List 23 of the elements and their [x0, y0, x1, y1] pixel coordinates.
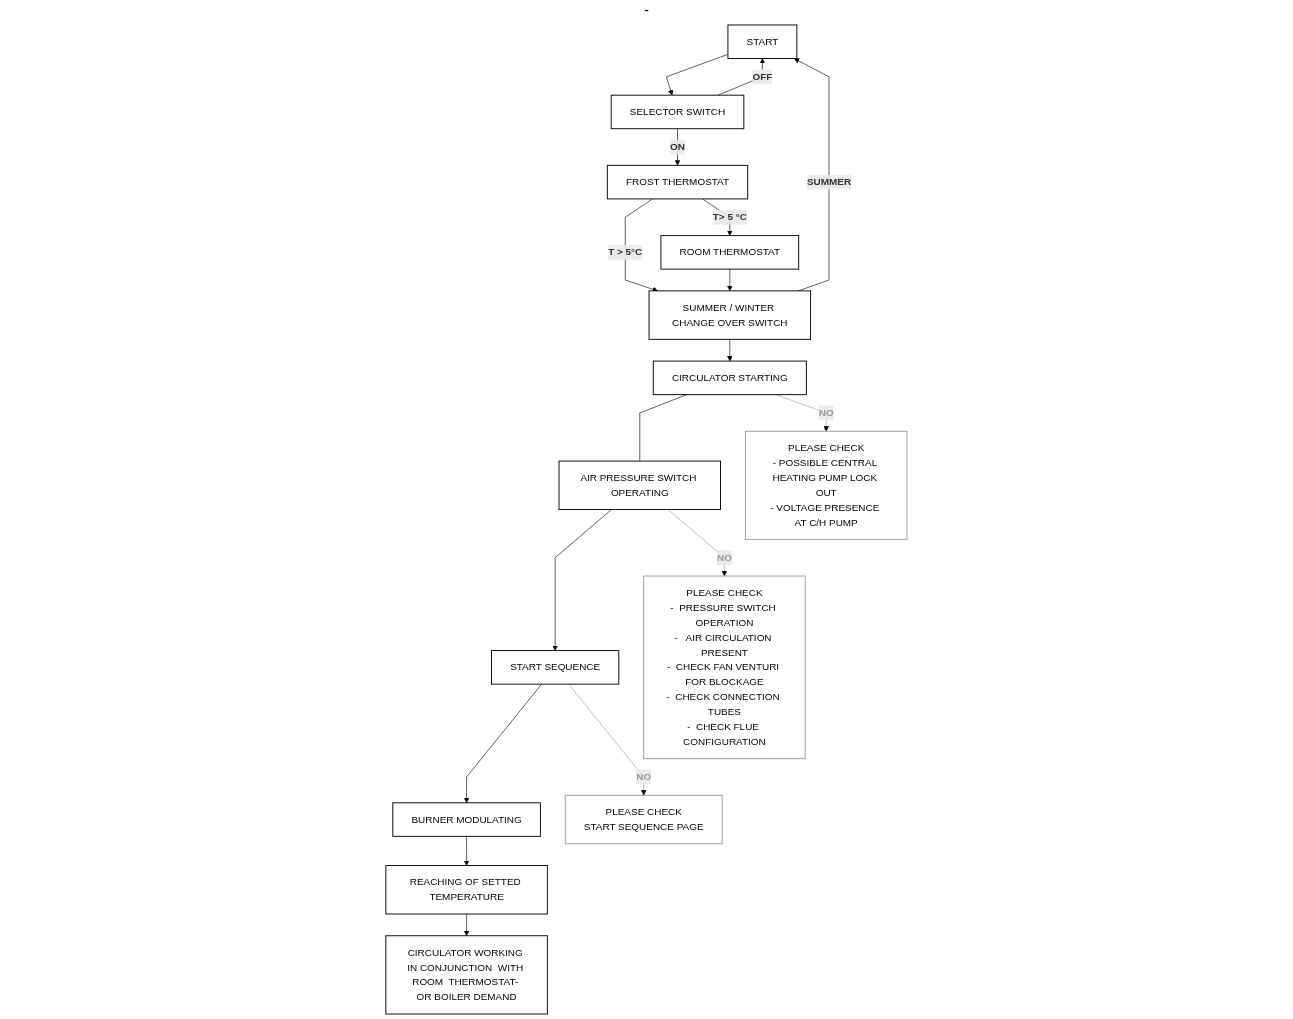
node-box: CIRCULATOR STARTING	[652, 360, 807, 396]
node-box: START SEQUENCE	[491, 650, 620, 685]
node-box: FROST THERMOSTAT	[607, 164, 749, 200]
edge-label: T> 5 °C	[712, 211, 747, 223]
node-box: BURNER MODULATING	[392, 802, 541, 837]
node-box: PLEASE CHECK - POSSIBLE CENTRAL HEATING PUMP LOCK OUT - VOLTAGE PRESENCE AT C/H PUMP	[745, 430, 908, 540]
node-box: SUMMER / WINTER CHANGE OVER SWITCH	[648, 290, 812, 340]
node-box: REACHING OF SETTED TEMPERATURE	[385, 865, 548, 915]
edge-label: T > 5°C	[608, 246, 643, 258]
node-box: PLEASE CHECK - PRESSURE SWITCH OPERATION - AIR CIRCULATION PRESENT - CHECK FAN VENTURI FOR BLOCKAGE - CHECK CONNECTION TUBES - CHECK FLUE CONFIGURATION	[643, 575, 806, 760]
node-box: CIRCULATOR WORKING IN CONJUNCTION WITH ROOM THERMOSTAT- OR BOILER DEMAND	[385, 935, 548, 1015]
edge-label: ON	[670, 141, 686, 153]
edge-label: NO	[717, 552, 732, 563]
edge-label: OFF	[752, 71, 773, 82]
note-text: -	[644, 2, 649, 18]
node-box: SELECTOR SWITCH	[610, 94, 745, 130]
edge-label: NO	[818, 407, 834, 418]
edge-label: SUMMER	[807, 176, 852, 188]
node-box: AIR PRESSURE SWITCH OPERATING	[558, 460, 722, 511]
node-box: ROOM THERMOSTAT	[660, 235, 800, 270]
node-box: PLEASE CHECK START SEQUENCE PAGE	[564, 794, 723, 845]
edge-label: NO	[636, 771, 652, 782]
node-box: START	[727, 24, 798, 59]
